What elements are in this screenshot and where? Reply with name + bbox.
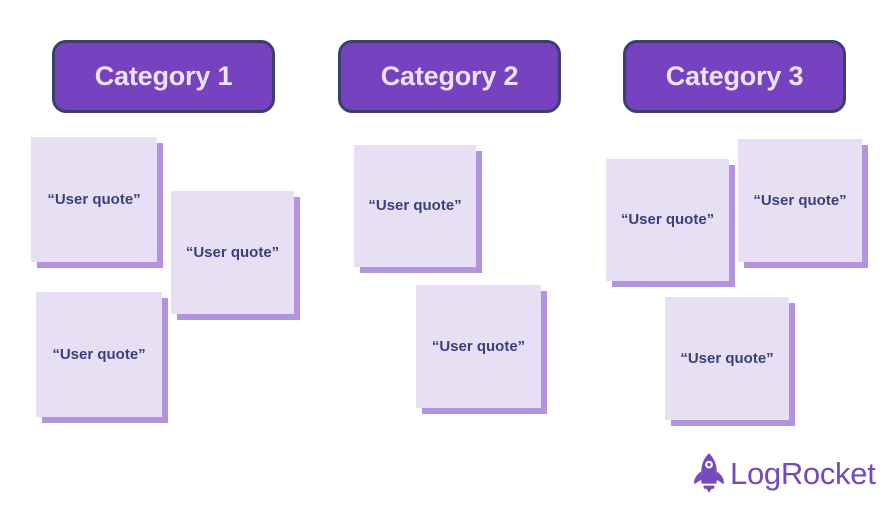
sticky-note[interactable]: “User quote”: [354, 145, 476, 267]
sticky-note-text: “User quote”: [368, 197, 462, 214]
category-header-2[interactable]: Category 2: [338, 40, 561, 113]
sticky-note[interactable]: “User quote”: [36, 292, 162, 417]
category-header-label: Category 3: [665, 61, 804, 91]
logrocket-logo: LogRocket: [692, 452, 876, 494]
sticky-note-text: “User quote”: [753, 191, 847, 209]
sticky-note-text: “User quote”: [47, 190, 141, 208]
sticky-note-text: “User quote”: [185, 243, 280, 261]
category-header-label: Category 1: [94, 61, 233, 91]
sticky-note-text: “User quote”: [431, 337, 526, 355]
category-header-3[interactable]: Category 3: [623, 40, 846, 113]
sticky-note[interactable]: “User quote”: [416, 285, 541, 408]
category-header-label: Category 2: [380, 61, 519, 91]
sticky-note-text: “User quote”: [680, 349, 774, 367]
sticky-note[interactable]: “User quote”: [606, 159, 729, 281]
sticky-note[interactable]: “User quote”: [738, 139, 862, 262]
sticky-note-text: “User quote”: [52, 345, 146, 363]
sticky-note-text: “User quote”: [620, 211, 715, 228]
logrocket-wordmark: LogRocket: [730, 455, 876, 491]
sticky-note[interactable]: “User quote”: [31, 137, 157, 262]
sticky-note[interactable]: “User quote”: [665, 297, 789, 420]
rocket-icon: [693, 453, 725, 493]
sticky-note[interactable]: “User quote”: [171, 191, 294, 314]
category-header-1[interactable]: Category 1: [52, 40, 275, 113]
